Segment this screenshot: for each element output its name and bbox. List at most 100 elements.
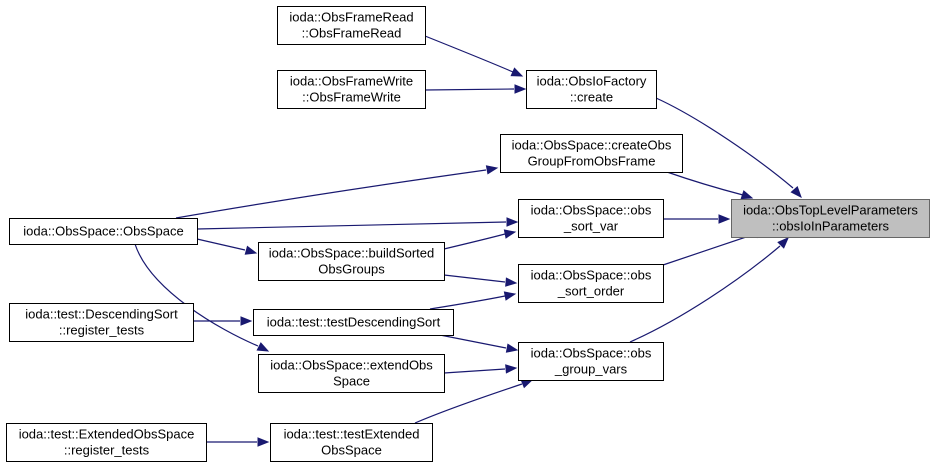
- node-label-line: ioda::test::testExtended: [284, 427, 420, 442]
- edge-line: [424, 35, 514, 73]
- node-obsspace[interactable]: ioda::ObsSpace::ObsSpace: [9, 218, 198, 245]
- node-label-line: ioda::test::DescendingSort: [25, 307, 178, 322]
- arrow-head: [510, 67, 524, 77]
- node-label-line: ioda::ObsFrameRead: [289, 10, 413, 25]
- edge-obs-sort-var-to-obstoplevel: [663, 214, 731, 224]
- node-box: [9, 218, 198, 245]
- node-box: [277, 70, 426, 109]
- node-label-line: ioda::ObsSpace::createObs: [512, 138, 672, 153]
- edge-line: [196, 221, 507, 230]
- node-box: [6, 423, 207, 462]
- node-obstoplevel[interactable]: ioda::ObsTopLevelParameters::obsIoInPara…: [731, 199, 930, 238]
- edge-line: [196, 238, 246, 251]
- node-label-line: ioda::ObsSpace::ObsSpace: [23, 224, 183, 239]
- arrow-head: [256, 342, 270, 352]
- node-label-line: ::create: [570, 90, 613, 105]
- node-box: [500, 134, 683, 173]
- node-obs-sort-order[interactable]: ioda::ObsSpace::obs_sort_order: [518, 264, 664, 303]
- arrow-head: [240, 316, 253, 326]
- node-testdescendingsort[interactable]: ioda::test::testDescendingSort: [253, 309, 454, 336]
- node-label-line: _sort_var: [563, 219, 619, 234]
- arrow-head: [244, 245, 258, 255]
- node-label-line: ObsGroups: [318, 262, 385, 277]
- edge-obsspace-to-obs-sort-var: [196, 217, 519, 230]
- node-label-line: ioda::ObsIoFactory: [537, 74, 647, 89]
- node-box: [518, 199, 664, 238]
- arrow-head: [514, 84, 527, 94]
- node-label-line: ioda::ObsSpace::obs: [531, 346, 652, 361]
- node-label-line: ioda::test::testDescendingSort: [267, 315, 441, 330]
- node-label-line: ObsSpace: [321, 443, 382, 458]
- node-obs-sort-var[interactable]: ioda::ObsSpace::obs_sort_var: [518, 199, 664, 238]
- edge-line: [443, 368, 506, 374]
- arrow-head: [503, 291, 517, 301]
- edge-line: [662, 233, 756, 266]
- node-label-line: ioda::ObsSpace::buildSorted: [269, 246, 435, 261]
- node-label-line: ::register_tests: [64, 443, 150, 458]
- node-box: [731, 199, 930, 238]
- edge-createobsgroup-to-obstoplevel: [666, 171, 754, 200]
- node-box: [526, 70, 657, 109]
- node-label-line: Space: [333, 374, 370, 389]
- node-obsframeread[interactable]: ioda::ObsFrameRead::ObsFrameRead: [277, 6, 426, 45]
- edge-line: [666, 171, 744, 196]
- node-box: [253, 309, 454, 336]
- edge-line: [429, 295, 506, 310]
- edge-line: [439, 334, 507, 349]
- arrow-head: [718, 214, 731, 224]
- arrow-head: [505, 364, 518, 374]
- arrow-head: [520, 379, 534, 389]
- node-label-line: _group_vars: [554, 362, 628, 377]
- edge-obsspace-to-buildsorted: [196, 238, 258, 255]
- arrow-head: [503, 229, 517, 239]
- node-box: [277, 6, 426, 45]
- node-label-line: _sort_order: [557, 284, 625, 299]
- arrow-head: [505, 343, 519, 353]
- node-label-line: ::ObsFrameRead: [302, 26, 402, 41]
- edge-line: [629, 245, 781, 343]
- arrow-head: [506, 217, 519, 227]
- node-box: [258, 242, 445, 281]
- edge-buildsorted-to-obs-sort-order: [443, 274, 518, 287]
- edge-obs-group-vars-to-obstoplevel: [629, 237, 789, 343]
- node-label-line: ::register_tests: [59, 323, 145, 338]
- edge-extended-register-to-testextended: [206, 437, 270, 447]
- node-label-line: ioda::ObsTopLevelParameters: [743, 203, 918, 218]
- edge-line: [655, 97, 794, 189]
- node-box: [9, 303, 194, 342]
- edge-testdescendingsort-to-obs-group-vars: [439, 334, 519, 353]
- arrow-head: [740, 190, 754, 200]
- node-label-line: ioda::ObsFrameWrite: [290, 74, 413, 89]
- edge-obsframeread-to-obsiofactory-create: [424, 35, 524, 77]
- node-label-line: ioda::ObsSpace::extendObs: [270, 358, 433, 373]
- node-descending-register[interactable]: ioda::test::DescendingSort::register_tes…: [9, 303, 194, 342]
- arrow-head: [777, 237, 789, 249]
- node-label-line: ioda::ObsSpace::obs: [531, 203, 652, 218]
- edge-line: [414, 383, 523, 424]
- node-obs-group-vars[interactable]: ioda::ObsSpace::obs_group_vars: [518, 342, 664, 381]
- node-box: [518, 264, 664, 303]
- node-box: [270, 423, 433, 462]
- edge-extendobsspace-to-obs-group-vars: [443, 364, 518, 374]
- arrow-head: [505, 277, 518, 287]
- node-createobsgroup[interactable]: ioda::ObsSpace::createObsGroupFromObsFra…: [500, 134, 683, 173]
- nodes-layer: ioda::ObsFrameRead::ObsFrameReadioda::Ob…: [6, 6, 930, 462]
- edge-line: [443, 274, 506, 283]
- node-obsiofactory-create[interactable]: ioda::ObsIoFactory::create: [526, 70, 657, 109]
- edge-line: [175, 169, 487, 219]
- node-box: [258, 354, 445, 393]
- edges-layer: [134, 35, 802, 447]
- edge-descending-register-to-testdescendingsort: [193, 316, 253, 326]
- node-label-line: ioda::ObsSpace::obs: [531, 268, 652, 283]
- edge-testdescendingsort-to-obs-sort-order: [429, 291, 517, 310]
- edge-obsiofactory-create-to-obstoplevel: [655, 97, 802, 199]
- node-box: [518, 342, 664, 381]
- node-label-line: ::obsIoInParameters: [772, 219, 890, 234]
- node-obsframewrite[interactable]: ioda::ObsFrameWrite::ObsFrameWrite: [277, 70, 426, 109]
- node-extended-register[interactable]: ioda::test::ExtendedObsSpace::register_t…: [6, 423, 207, 462]
- edge-line: [424, 88, 515, 91]
